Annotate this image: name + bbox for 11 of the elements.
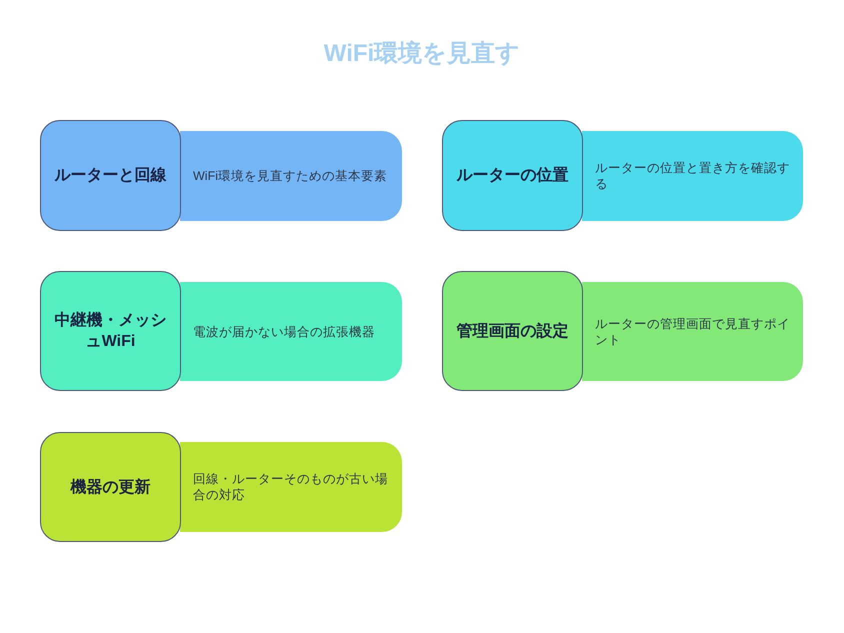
topic-box: 中継機・メッシュWiFi — [40, 271, 181, 391]
title: WiFi環境を見直す — [324, 39, 520, 69]
description-band: 回線・ルーターそのものが古い場合の対応 — [180, 442, 402, 532]
description-band: 電波が届かない場合の拡張機器 — [180, 282, 402, 381]
topic-box: ルーターと回線 — [40, 120, 181, 231]
topic-box: ルーターの位置 — [442, 120, 583, 231]
description-band: WiFi環境を見直すための基本要素 — [180, 131, 402, 221]
description-band: ルーターの位置と置き方を確認する — [582, 131, 803, 221]
topic-box: 管理画面の設定 — [442, 271, 583, 391]
description-band: ルーターの管理画面で見直すポイント — [582, 282, 803, 381]
topic-box: 機器の更新 — [40, 432, 181, 542]
